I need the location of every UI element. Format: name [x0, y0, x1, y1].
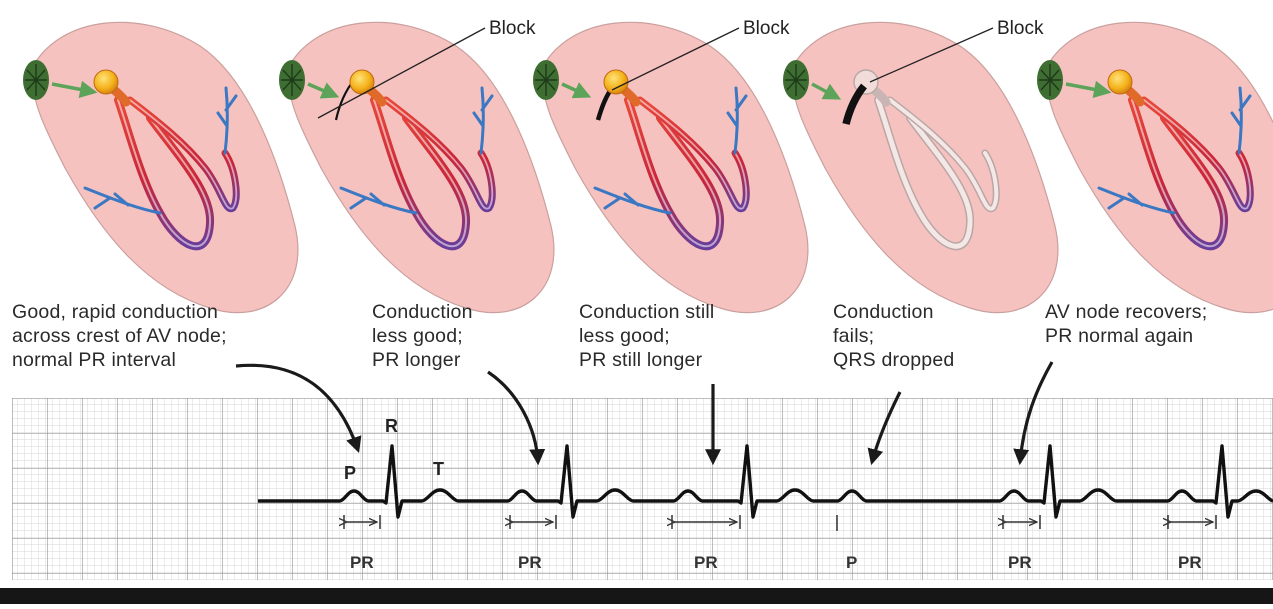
sa-node-icon	[1037, 60, 1063, 100]
caption-line: across crest of AV node;	[12, 324, 227, 348]
caption-line: QRS dropped	[833, 348, 954, 372]
caption-stage-1: Good, rapid conduction across crest of A…	[12, 300, 227, 372]
bottom-bar	[0, 588, 1273, 604]
heart-4	[783, 22, 1058, 312]
heart-2	[279, 22, 554, 312]
caption-line: less good;	[579, 324, 714, 348]
sa-node-icon	[783, 60, 809, 100]
caption-line: PR still longer	[579, 348, 714, 372]
ecg-strip: P R T PR PR PR P PR	[0, 398, 1273, 604]
caption-line: AV node recovers;	[1045, 300, 1207, 324]
caption-stage-3: Conduction still less good; PR still lon…	[579, 300, 714, 372]
caption-line: Conduction	[372, 300, 473, 324]
pr-label: PR	[1178, 553, 1202, 572]
caption-line: normal PR interval	[12, 348, 227, 372]
sa-node-icon	[279, 60, 305, 100]
wave-label-r: R	[385, 416, 398, 436]
wave-label-t: T	[433, 459, 444, 479]
pr-label: PR	[350, 553, 374, 572]
caption-stage-2: Conduction less good; PR longer	[372, 300, 473, 372]
pr-label: PR	[1008, 553, 1032, 572]
caption-line: PR longer	[372, 348, 473, 372]
caption-stage-4: Conduction fails; QRS dropped	[833, 300, 954, 372]
block-label: Block	[489, 18, 536, 39]
sa-node-icon	[533, 60, 559, 100]
caption-line: Conduction still	[579, 300, 714, 324]
caption-stage-5: AV node recovers; PR normal again	[1045, 300, 1207, 348]
heart-3	[533, 22, 808, 312]
block-label: Block	[743, 18, 790, 39]
caption-line: Good, rapid conduction	[12, 300, 227, 324]
caption-line: PR normal again	[1045, 324, 1207, 348]
caption-line: Conduction	[833, 300, 954, 324]
wave-label-p: P	[344, 463, 356, 483]
sa-node-icon	[23, 60, 49, 100]
heart-5	[1037, 22, 1273, 312]
pr-label: PR	[694, 553, 718, 572]
caption-line: less good;	[372, 324, 473, 348]
pr-label: PR	[518, 553, 542, 572]
heart-1	[23, 22, 298, 312]
p-label: P	[846, 553, 857, 572]
caption-line: fails;	[833, 324, 954, 348]
block-label: Block	[997, 18, 1044, 39]
